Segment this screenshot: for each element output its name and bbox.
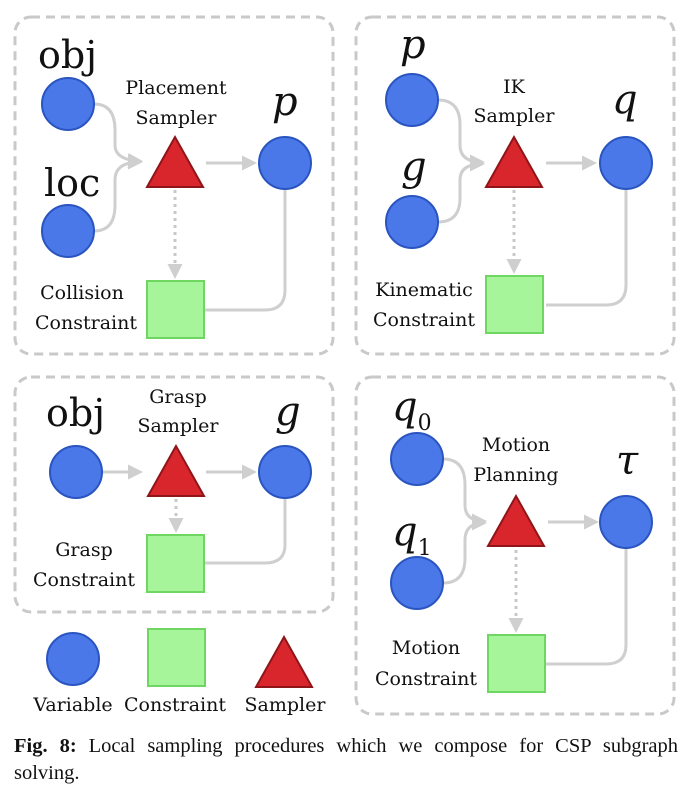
- kinematic-constraint-label-2: Constraint: [373, 309, 475, 331]
- ik-panel-border: [354, 15, 676, 356]
- grasp-constraint-node: [146, 534, 205, 593]
- collision-constraint-label-2: Constraint: [35, 312, 137, 334]
- motion-constraint-label-1: Motion: [392, 637, 460, 659]
- p-label: p: [272, 79, 298, 125]
- tau-label: τ: [616, 438, 639, 484]
- motion-planning-label-2: Planning: [473, 464, 558, 486]
- grasp-panel-border: [13, 375, 335, 614]
- grasp-panel: obj g Grasp Sampler Grasp Constraint: [13, 375, 335, 614]
- figure-label: Fig. 8:: [14, 735, 77, 757]
- legend-sampler-icon: [254, 634, 314, 688]
- legend-sampler-label: Sampler: [245, 694, 327, 716]
- edge-q1-to-motion-planner: [442, 515, 487, 585]
- motion-panel-border: [354, 375, 676, 716]
- figure-caption-text: Local sampling procedures which we compo…: [14, 735, 679, 784]
- placement-sampler-label-1: Placement: [125, 77, 227, 99]
- q1-subscript: 1: [418, 536, 432, 561]
- diagram: obj loc p Placement Sampler Collision Co…: [13, 15, 676, 716]
- grasp-sampler-node: [146, 443, 206, 497]
- motion-planning-sampler-node: [486, 493, 546, 547]
- motion-planning-label-1: Motion: [482, 434, 550, 456]
- q0-variable-node: [390, 432, 444, 486]
- edge-tau-to-motion-constraint: [546, 548, 628, 666]
- ik-sampler-node: [484, 134, 544, 188]
- tau-variable-node: [599, 495, 653, 549]
- ik-p-label: p: [400, 22, 426, 68]
- loc-label: loc: [44, 161, 100, 205]
- p-input-variable-node: [385, 73, 439, 127]
- edge-g-to-grasp-constraint: [205, 498, 287, 565]
- motion-panel: q0 q1 τ Motion Planning Motion Constrain…: [354, 375, 676, 716]
- motion-constraint-label-2: Constraint: [375, 668, 477, 690]
- q1-variable-node: [390, 556, 444, 610]
- ik-sampler-label-2: Sampler: [474, 105, 556, 127]
- g-label: g: [275, 389, 301, 435]
- loc-variable-node: [41, 204, 95, 258]
- legend-variable-icon: [46, 632, 100, 686]
- placement-panel: obj loc p Placement Sampler Collision Co…: [13, 15, 335, 356]
- legend: Variable Constraint Sampler: [32, 628, 327, 716]
- ik-sampler-label-1: IK: [503, 76, 526, 98]
- legend-constraint-label: Constraint: [124, 694, 226, 716]
- q1-base: q: [392, 509, 418, 555]
- ik-panel: p g q IK Sampler Kinematic Constraint: [354, 15, 676, 356]
- legend-constraint-icon: [147, 628, 206, 687]
- p-variable-node: [258, 136, 312, 190]
- placement-sampler-label-2: Sampler: [136, 107, 218, 129]
- q0-label: q0: [392, 384, 432, 436]
- grasp-sampler-label-2: Sampler: [138, 415, 220, 437]
- q-variable-node: [599, 136, 653, 190]
- q-label: q: [612, 77, 638, 123]
- figure-caption: Fig. 8: Local sampling procedures which …: [14, 733, 678, 787]
- kinematic-constraint-node: [485, 275, 544, 334]
- collision-constraint-node: [146, 280, 205, 339]
- edge-obj-to-sampler: [93, 102, 143, 169]
- q0-base: q: [392, 384, 418, 430]
- legend-variable-label: Variable: [32, 694, 112, 716]
- g-variable-node: [258, 445, 312, 499]
- motion-constraint-node: [487, 634, 546, 693]
- grasp-constraint-label-1: Grasp: [55, 539, 113, 561]
- q1-label: q1: [392, 509, 432, 561]
- edge-loc-to-sampler: [93, 154, 143, 233]
- grasp-obj-label: obj: [46, 391, 105, 435]
- placement-panel-border: [13, 15, 335, 356]
- edge-q-to-kinematic-constraint: [546, 189, 628, 307]
- collision-constraint-label-1: Collision: [40, 282, 124, 304]
- placement-sampler-node: [145, 134, 205, 188]
- kinematic-constraint-label-1: Kinematic: [375, 279, 472, 301]
- q0-subscript: 0: [418, 411, 432, 436]
- grasp-constraint-label-2: Constraint: [33, 569, 135, 591]
- edge-g-to-ik-sampler: [437, 156, 485, 224]
- obj-label: obj: [38, 33, 97, 77]
- ik-g-label: g: [401, 144, 427, 190]
- grasp-sampler-label-1: Grasp: [149, 386, 207, 408]
- grasp-obj-variable-node: [49, 445, 103, 499]
- edge-p-to-constraint: [205, 189, 287, 312]
- g-input-variable-node: [385, 195, 439, 249]
- obj-variable-node: [41, 77, 95, 131]
